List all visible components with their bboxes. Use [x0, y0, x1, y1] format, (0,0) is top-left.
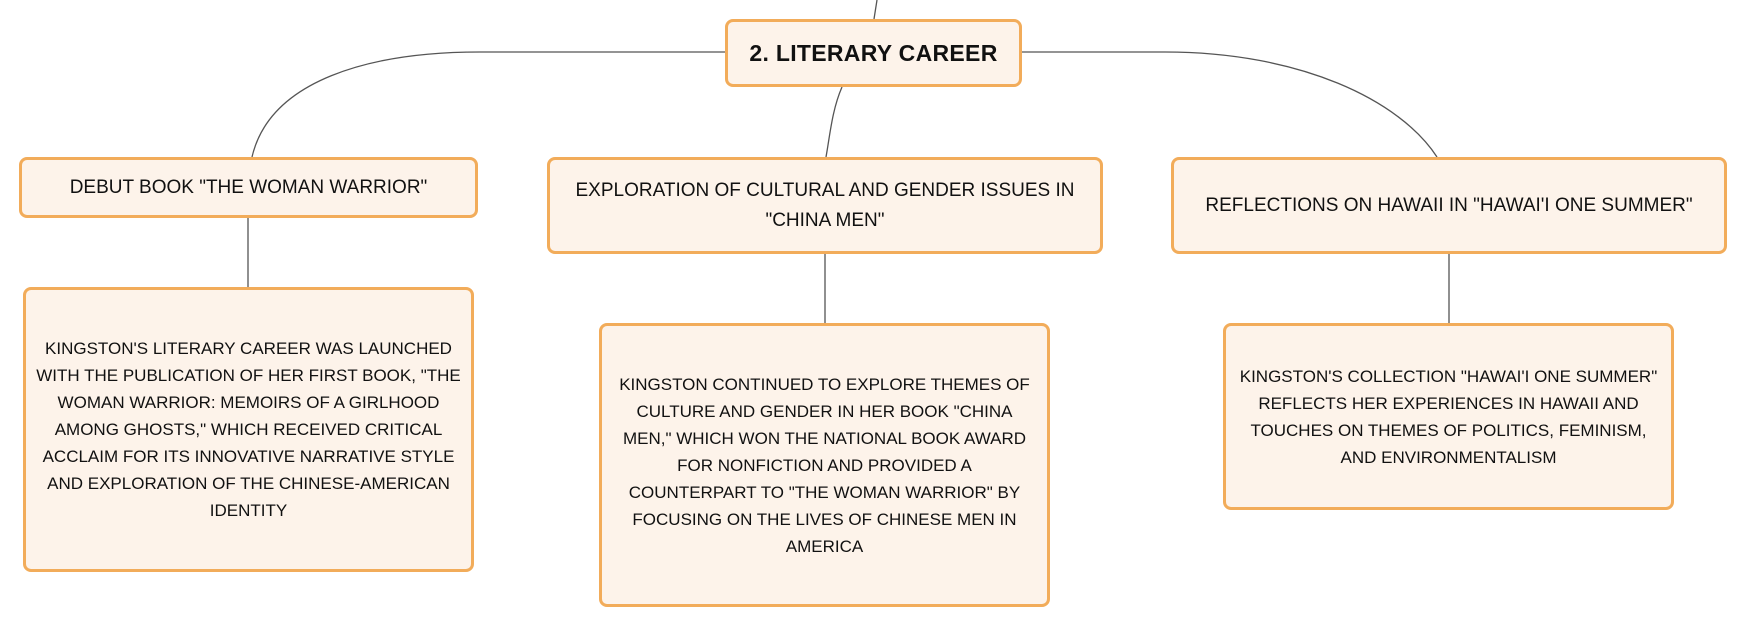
detail-text: KINGSTON CONTINUED TO EXPLORE THEMES OF … [619, 374, 1030, 556]
topic-node-hawaii-one-summer[interactable]: REFLECTIONS ON HAWAII IN "HAWAI'I ONE SU… [1171, 157, 1727, 254]
connector-parent-to-root [873, 0, 878, 20]
connector-root-to-topic-2 [825, 86, 843, 158]
detail-text: KINGSTON'S LITERARY CAREER WAS LAUNCHED … [36, 339, 461, 520]
connector-root-to-topic-3 [1022, 51, 1438, 158]
topic-heading: EXPLORATION OF CULTURAL AND GENDER ISSUE… [575, 179, 1075, 231]
topic-heading: REFLECTIONS ON HAWAII IN "HAWAI'I ONE SU… [1205, 194, 1693, 216]
connector-root-to-topic-1 [251, 51, 725, 158]
root-node[interactable]: 2. LITERARY CAREER [725, 19, 1022, 87]
detail-text: KINGSTON'S COLLECTION "HAWAI'I ONE SUMME… [1239, 366, 1658, 467]
topic-heading: DEBUT BOOK "THE WOMAN WARRIOR" [69, 176, 428, 198]
topic-node-debut-book[interactable]: DEBUT BOOK "THE WOMAN WARRIOR" [19, 157, 478, 218]
detail-node-debut-book[interactable]: KINGSTON'S LITERARY CAREER WAS LAUNCHED … [23, 287, 474, 572]
topic-node-china-men[interactable]: EXPLORATION OF CULTURAL AND GENDER ISSUE… [547, 157, 1103, 254]
detail-node-china-men[interactable]: KINGSTON CONTINUED TO EXPLORE THEMES OF … [599, 323, 1050, 607]
root-title: 2. LITERARY CAREER [749, 39, 998, 66]
detail-node-hawaii-one-summer[interactable]: KINGSTON'S COLLECTION "HAWAI'I ONE SUMME… [1223, 323, 1674, 510]
